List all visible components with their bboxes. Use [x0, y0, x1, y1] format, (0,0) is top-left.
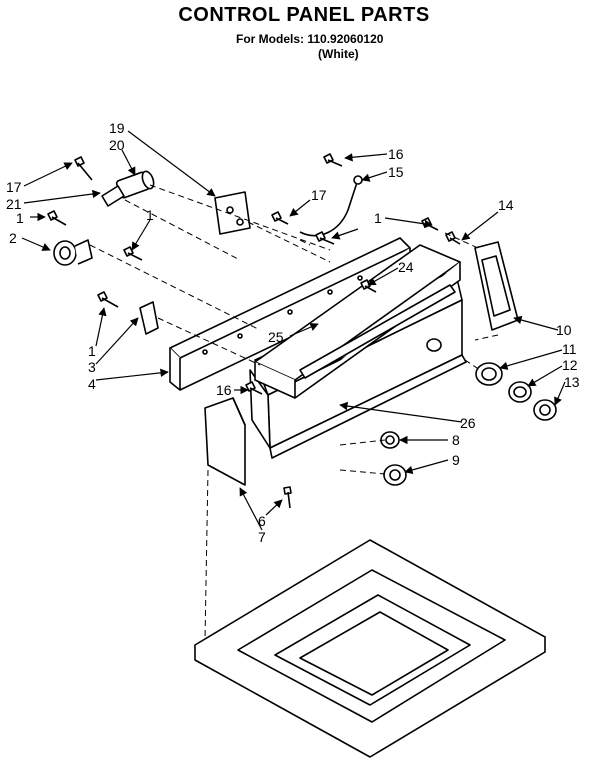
callout-label: 1 — [146, 207, 154, 223]
end-cap-left — [204, 397, 246, 486]
callout-label: 1 — [16, 210, 24, 226]
callout-label: 20 — [109, 137, 125, 153]
knob-large — [383, 464, 407, 486]
callout-label: 21 — [6, 196, 22, 212]
callout-label: 6 — [258, 513, 266, 529]
callout-label: 14 — [498, 197, 514, 213]
callout-label: 2 — [9, 230, 17, 246]
callout-label: 1 — [88, 343, 96, 359]
callout-label: 3 — [88, 359, 96, 375]
end-cap-right — [474, 241, 519, 331]
models-line: For Models: 110.92060120 — [236, 32, 384, 46]
callout-label: 7 — [258, 529, 266, 545]
knob-skirt — [508, 381, 532, 403]
callout-label: 24 — [398, 259, 414, 275]
switch-bracket — [101, 185, 125, 207]
color-line: (White) — [318, 47, 359, 61]
callout-label: 16 — [216, 382, 232, 398]
wire-harness — [299, 179, 359, 237]
page-title: CONTROL PANEL PARTS — [178, 4, 430, 26]
wire-terminal — [353, 175, 363, 185]
callout-label: 1 — [374, 210, 382, 226]
rotary-switch — [53, 239, 93, 266]
callout-label: 15 — [388, 164, 404, 180]
callout-labels: 19 20 17 21 1 2 1 16 15 17 1 14 24 25 1 … — [6, 120, 580, 545]
knob — [533, 399, 557, 421]
callout-label: 9 — [452, 452, 460, 468]
cabinet-top — [194, 539, 546, 758]
callout-label: 8 — [452, 432, 460, 448]
callout-label: 12 — [562, 357, 578, 373]
bezel — [475, 362, 503, 386]
callout-label: 26 — [460, 415, 476, 431]
callout-label: 25 — [268, 329, 284, 345]
clip — [139, 301, 159, 335]
callout-label: 10 — [556, 322, 572, 338]
callout-label: 4 — [88, 376, 96, 392]
callout-label: 17 — [6, 179, 22, 195]
callout-label: 13 — [564, 374, 580, 390]
callout-label: 17 — [311, 187, 327, 203]
callout-label: 11 — [562, 341, 577, 357]
callout-label: 16 — [388, 146, 404, 162]
terminal-block — [214, 191, 251, 235]
callout-label: 19 — [109, 120, 125, 136]
